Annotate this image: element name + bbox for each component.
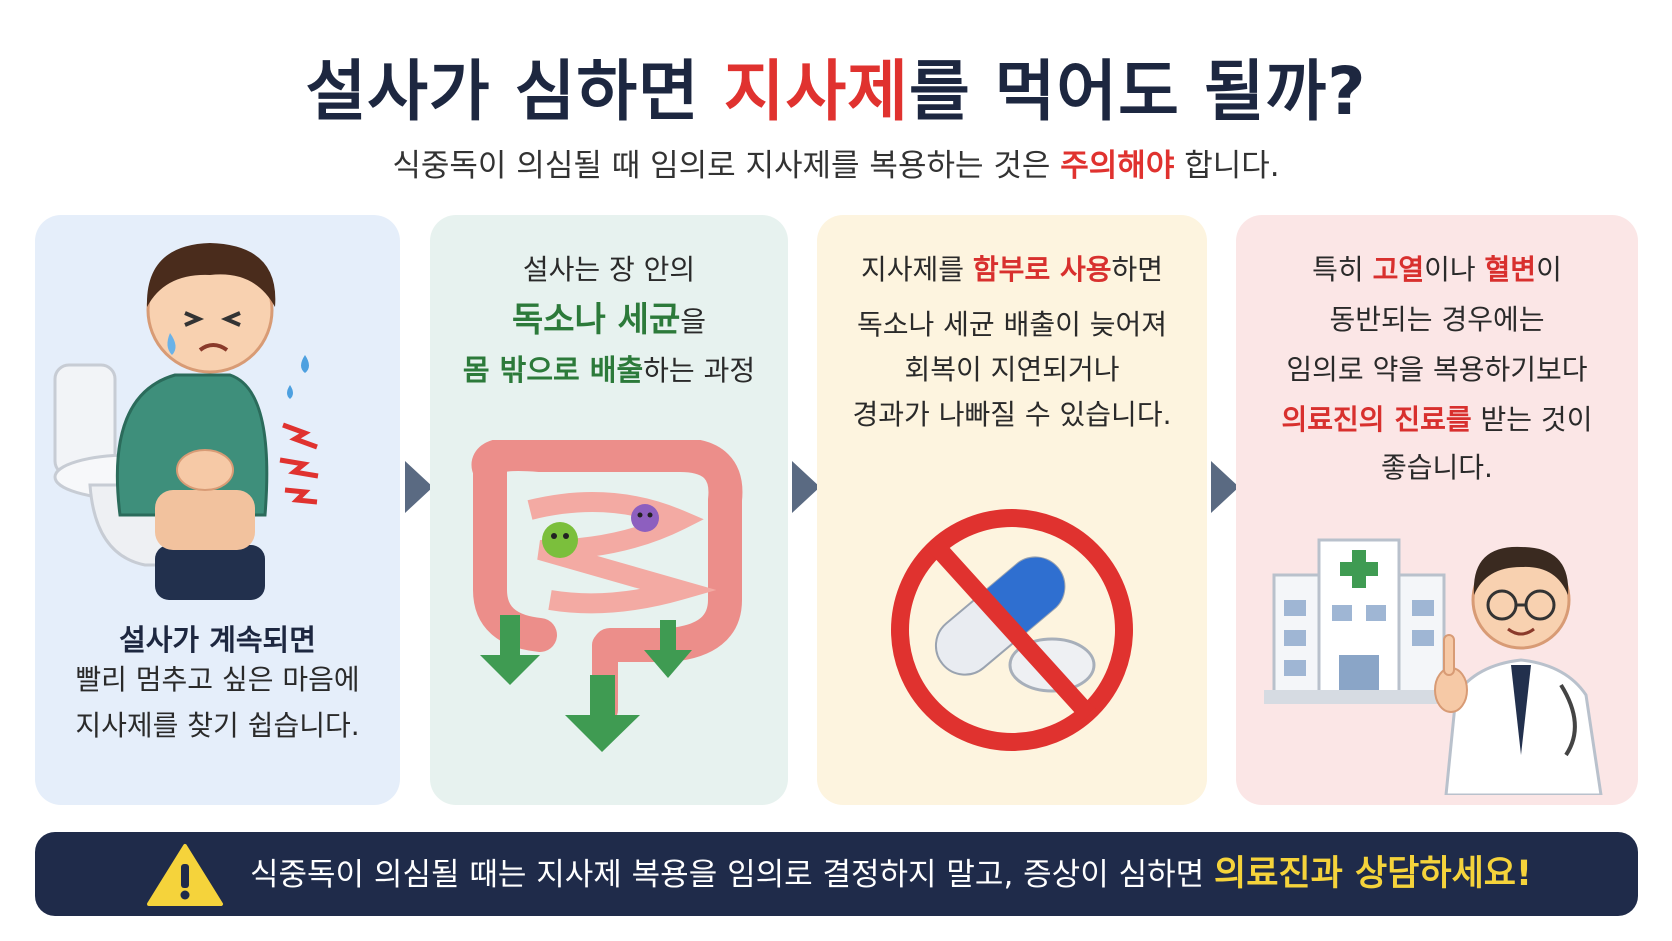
banner-message: 식중독이 의심될 때는 지사제 복용을 임의로 결정하지 말고, 증상이 심하면…: [250, 854, 1532, 894]
card1-heading: 설사가 계속되면: [119, 623, 316, 657]
card4-line4: 의료진의 진료를 받는 것이: [1281, 403, 1593, 436]
arrow-right-icon: [792, 461, 820, 513]
warning-icon: [147, 844, 223, 906]
arrow-right-icon: [1211, 461, 1239, 513]
title-highlight: 지사제: [723, 53, 909, 130]
page-subtitle: 식중독이 의심될 때 임의로 지사제를 복용하는 것은 주의해야 합니다.: [392, 148, 1280, 184]
card-process: 설사는 장 안의 독소나 세균을 몸 밖으로 배출하는 과정: [430, 215, 788, 805]
card3-line4: 경과가 나빠질 수 있습니다.: [852, 398, 1172, 431]
arrow-right-icon: [405, 461, 433, 513]
card-warning: 지사제를 함부로 사용하면 독소나 세균 배출이 늦어져 회복이 지연되거나 경…: [817, 215, 1207, 805]
sick-boy-illustration: [53, 243, 319, 600]
card3-line3: 회복이 지연되거나: [904, 353, 1120, 386]
card-symptom: 설사가 계속되면 빨리 멈추고 싶은 마음에 지사제를 찾기 쉽습니다.: [35, 215, 400, 805]
card3-line1: 지사제를 함부로 사용하면: [860, 253, 1164, 286]
subtitle-highlight: 주의해야: [1060, 148, 1175, 184]
card-advice: 특히 고열이나 혈변이 동반되는 경우에는 임의로 약을 복용하기보다 의료진의…: [1236, 215, 1638, 805]
card1-line1: 빨리 멈추고 싶은 마음에: [75, 663, 360, 696]
no-pill-icon: [891, 509, 1133, 751]
doctor-illustration: [1434, 546, 1603, 795]
card4-line2: 동반되는 경우에는: [1329, 303, 1545, 336]
banner-highlight: 의료진과 상담하세요!: [1214, 854, 1532, 894]
card4-line1: 특히 고열이나 혈변이: [1312, 253, 1562, 286]
card4-line3: 임의로 약을 복용하기보다: [1286, 353, 1588, 386]
card1-line2: 지사제를 찾기 쉽습니다.: [75, 709, 360, 742]
card3-line2: 독소나 세균 배출이 늦어져: [856, 308, 1168, 341]
card2-line3: 몸 밖으로 배출하는 과정: [462, 353, 756, 387]
hospital-icon: [1264, 538, 1454, 704]
intestine-illustration: [471, 440, 743, 752]
warning-banner: 식중독이 의심될 때는 지사제 복용을 임의로 결정하지 말고, 증상이 심하면…: [35, 832, 1638, 916]
card4-line5: 좋습니다.: [1381, 451, 1493, 484]
card2-line2: 독소나 세균을: [511, 300, 706, 340]
page-title: 설사가 심하면 지사제를 먹어도 될까?: [305, 53, 1367, 130]
card2-line1: 설사는 장 안의: [522, 253, 696, 286]
